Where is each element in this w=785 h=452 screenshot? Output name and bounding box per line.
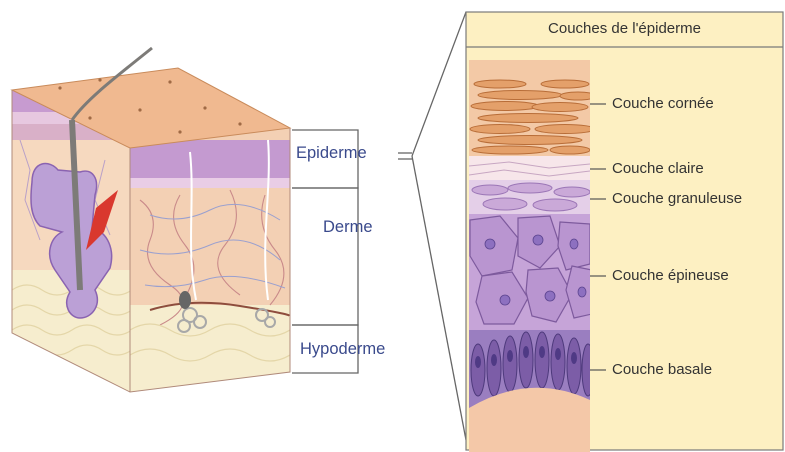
label-hypoderme: Hypoderme bbox=[300, 340, 385, 359]
layer-brackets bbox=[292, 12, 466, 440]
zoom-line-top bbox=[412, 12, 466, 156]
label-epiderme: Epiderme bbox=[296, 144, 367, 163]
label-couche-cornee: Couche cornée bbox=[612, 95, 714, 112]
label-couche-epineuse: Couche épineuse bbox=[612, 267, 729, 284]
epidermis-cross-section bbox=[469, 60, 596, 452]
skin-block-illustration bbox=[0, 48, 295, 410]
label-derme: Derme bbox=[323, 218, 373, 237]
zoom-line-bottom bbox=[412, 156, 466, 440]
panel-title: Couches de l'épiderme bbox=[466, 20, 783, 37]
derme-bracket bbox=[292, 188, 358, 325]
epidermis-zoom-panel bbox=[466, 12, 783, 452]
stratum-lucidum-illustration bbox=[469, 156, 590, 180]
label-couche-granuleuse: Couche granuleuse bbox=[612, 190, 742, 207]
label-couche-claire: Couche claire bbox=[612, 160, 704, 177]
label-couche-basale: Couche basale bbox=[612, 361, 712, 378]
